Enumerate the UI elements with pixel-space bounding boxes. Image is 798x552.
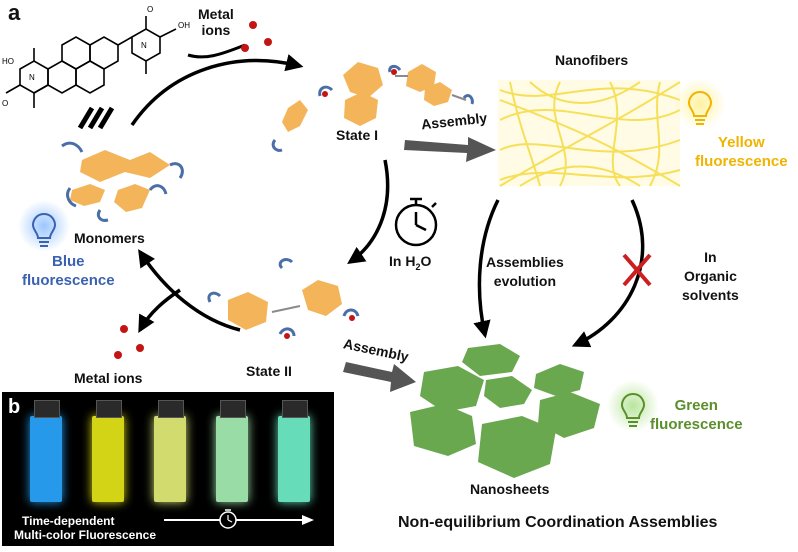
caption-line2: Multi-color Fluorescence — [14, 528, 157, 542]
monomers-label: Monomers — [74, 230, 145, 246]
glow-blue — [18, 200, 70, 252]
bulb-icon-blue — [31, 212, 57, 247]
panel-b-photo: b Time-dependent Multi-color Fluorescenc… — [2, 392, 334, 546]
arrow-state-i-to-state-ii — [347, 159, 390, 264]
yellow-fluorescence-label: Yellow fluorescence — [695, 134, 788, 170]
triple-bar-icon — [77, 106, 115, 130]
vial — [216, 416, 248, 502]
vial-cap — [282, 400, 308, 418]
metal-ion-dots-bottom — [114, 325, 144, 359]
state-i-illustration — [271, 62, 474, 152]
vial — [92, 416, 124, 502]
monomers-illustration — [61, 141, 184, 222]
assembly-arrow-bottom — [343, 362, 416, 392]
vial-cap — [34, 400, 60, 418]
blue-fluorescence-label: Blue fluorescence — [22, 253, 115, 289]
caption-line1: Time-dependent — [22, 514, 115, 528]
vial — [154, 416, 186, 502]
nanofibers-illustration — [498, 80, 681, 187]
ligand-label-n1: N — [141, 41, 147, 50]
in-h2o-label: In H2O — [389, 253, 432, 272]
footer-title: Non-equilibrium Coordination Assemblies — [398, 514, 718, 531]
state-ii-label: State II — [246, 363, 292, 379]
stopwatch-icon — [394, 197, 438, 247]
nanosheets-label: Nanosheets — [470, 481, 550, 497]
arrow-state-ii-to-monomers — [138, 249, 241, 332]
vial-cap — [220, 400, 246, 418]
assemblies-evolution-label: Assemblies evolution — [486, 254, 564, 289]
state-i-label: State I — [336, 127, 379, 143]
metal-ions-curve — [187, 43, 246, 59]
ligand-structure — [5, 16, 177, 108]
nanofibers-label: Nanofibers — [555, 52, 629, 68]
cross-icon — [622, 253, 652, 287]
vial-cap — [96, 400, 122, 418]
panel-b-letter: b — [8, 396, 21, 418]
arrow-nanofibers-to-nanosheets — [473, 199, 500, 339]
metal-ions-bottom-label: Metal ions — [74, 370, 143, 386]
ligand-label-ho: HO — [2, 57, 14, 66]
timeline-arrow — [164, 509, 314, 529]
vial — [30, 416, 62, 502]
bulb-icon-yellow — [687, 90, 713, 125]
arrow-organic-solvents — [571, 199, 645, 348]
arrow-to-metal-ions — [138, 288, 181, 334]
ligand-label-oh1: OH — [178, 21, 190, 30]
glow-green — [607, 380, 659, 432]
organic-solvents-label: In Organic solvents — [682, 249, 739, 303]
ligand-label-o1: O — [147, 5, 153, 14]
ligand-label-o2: O — [2, 99, 8, 108]
panel-a-letter: a — [8, 0, 21, 25]
vial — [278, 416, 310, 502]
state-ii-illustration — [207, 258, 360, 339]
nanosheets-illustration — [410, 344, 600, 478]
metal-ion-dots-top — [241, 21, 272, 52]
metal-ions-top-label: Metal ions — [198, 6, 234, 38]
assembly-arrow-top — [404, 137, 496, 162]
green-fluorescence-label: Green fluorescence — [650, 397, 743, 433]
vial-cap — [158, 400, 184, 418]
bulb-icon-green — [620, 392, 646, 427]
arrow-monomers-to-state-i — [130, 54, 304, 126]
ligand-label-n2: N — [29, 73, 35, 82]
glow-yellow — [674, 78, 726, 130]
